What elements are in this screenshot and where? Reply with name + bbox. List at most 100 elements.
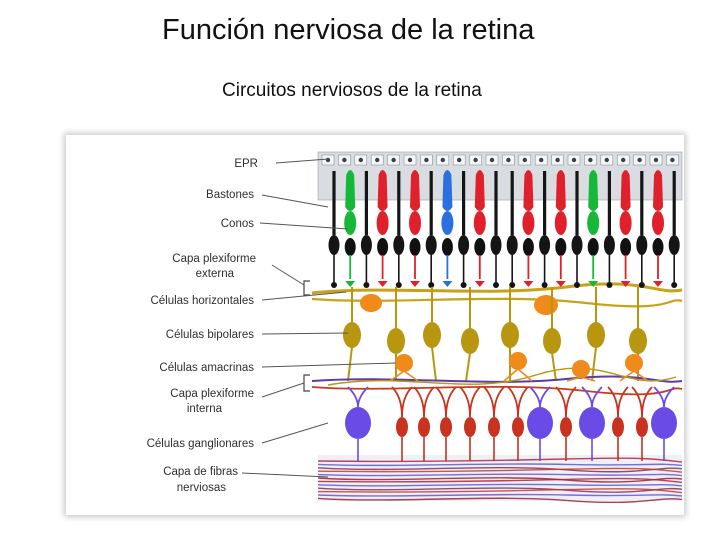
rod-terminal <box>606 282 613 288</box>
epr-nucleus <box>604 157 609 163</box>
bipolar-axon <box>551 352 557 382</box>
label-epr: EPR <box>234 158 258 170</box>
cone-outer-segment <box>555 170 566 211</box>
rod-nucleus <box>360 235 372 255</box>
nerve-fiber <box>317 497 683 504</box>
ganglion-cell-small <box>488 417 500 437</box>
rod-nucleus <box>490 235 502 255</box>
cone-pedicle <box>410 281 420 287</box>
inner-plexiform-network <box>311 367 683 396</box>
cone-nucleus <box>377 238 389 256</box>
cone-nucleus <box>441 238 453 256</box>
cone-nucleus <box>587 238 599 256</box>
amacrine-process <box>389 370 419 382</box>
nerve-fiber <box>317 463 683 467</box>
cone-pedicle <box>442 281 453 287</box>
amacrine-process <box>566 376 596 382</box>
inner-plexiform-process <box>327 367 677 386</box>
bipolar-cell-body <box>461 328 479 354</box>
rod-nucleus <box>458 235 470 255</box>
amacrine-process <box>619 370 649 382</box>
epr-nucleus <box>375 157 380 163</box>
ganglion-dendrite <box>529 386 551 408</box>
cone-inner-segment <box>344 211 357 235</box>
nerve-fiber <box>317 473 683 477</box>
epr-nucleus <box>522 157 527 163</box>
rod-nucleus <box>328 235 340 255</box>
epr-cells <box>321 154 679 166</box>
epr-nucleus <box>342 157 347 163</box>
label-plexiforme-externa-1: Capa plexiforme <box>172 253 256 265</box>
rod-nucleus <box>636 235 648 255</box>
epr-nucleus <box>555 157 560 163</box>
cone-outer-segment <box>653 170 663 211</box>
rod-terminal <box>541 282 548 288</box>
cone-nucleus <box>555 238 567 256</box>
bipolar-cell-body <box>629 328 647 354</box>
rod-nucleus <box>539 235 551 255</box>
rod-terminal <box>493 282 499 288</box>
ganglion-dendrite <box>483 386 505 418</box>
cone-pedicle <box>345 281 356 287</box>
label-plexiforme-interna-2: interna <box>187 403 223 415</box>
amacrine-cell-body <box>572 360 590 378</box>
rod-terminal <box>331 282 337 288</box>
bipolar-cells <box>343 287 647 382</box>
ganglion-cell-small <box>636 417 648 437</box>
cone-pedicle <box>377 281 388 287</box>
label-capa-fibras-1: Capa de fibras <box>163 466 238 478</box>
ganglion-cell-large <box>527 407 553 439</box>
horizontal-cells <box>311 282 683 315</box>
retina-diagram: EPR Bastones Conos Capa plexiforme exter… <box>66 135 684 515</box>
horizontal-process <box>311 282 683 295</box>
cone-inner-segment <box>554 211 567 235</box>
bracket-inner-plexiform <box>303 374 310 392</box>
ganglion-cell-small <box>464 417 476 437</box>
cone-nucleus <box>620 238 632 256</box>
ganglion-cell-small <box>612 417 624 437</box>
ganglion-dendrite <box>459 386 481 418</box>
cone-inner-segment <box>652 211 664 235</box>
cone-inner-segment <box>376 211 389 235</box>
epr-nucleus <box>621 157 626 163</box>
cone-pedicle <box>474 281 485 287</box>
cone-inner-segment <box>441 211 454 235</box>
horizontal-cell-body <box>534 295 558 315</box>
epr-nucleus <box>670 157 675 163</box>
rod-terminal <box>671 282 678 288</box>
ganglion-cell-large <box>651 407 677 439</box>
bipolar-cell-body <box>343 322 361 348</box>
cone-nucleus <box>652 238 664 256</box>
rod-terminal <box>428 282 435 288</box>
bipolar-axon <box>465 352 471 382</box>
ganglion-dendrite <box>347 386 369 408</box>
cone-pedicle <box>620 281 631 287</box>
ganglion-cell-large <box>345 407 371 439</box>
rod-terminal <box>574 282 580 288</box>
rod-nucleus <box>668 235 680 255</box>
nerve-fiber <box>317 493 683 497</box>
rod-nucleus <box>425 235 437 255</box>
nerve-fiber-layer <box>317 455 683 504</box>
label-celulas-amacrinas: Células amacrinas <box>159 362 254 374</box>
ganglion-cell-small <box>440 417 452 437</box>
ganglion-dendrite <box>653 386 675 408</box>
cone-pedicle <box>555 281 566 287</box>
rod-nucleus <box>603 235 615 255</box>
epr-nucleus <box>407 157 413 163</box>
cone-inner-segment <box>522 211 535 235</box>
nerve-fiber <box>317 457 683 463</box>
cone-outer-segment <box>345 170 356 211</box>
nerve-fiber <box>317 488 683 494</box>
ganglion-dendrite <box>555 386 577 418</box>
rod-nucleus <box>571 235 583 255</box>
epr-nucleus <box>539 157 544 163</box>
cone-inner-segment <box>587 211 600 235</box>
epr-nucleus <box>440 157 445 163</box>
rod-terminal <box>363 282 370 288</box>
cone-pedicle <box>523 281 534 287</box>
ganglion-cell-small <box>418 417 430 437</box>
bipolar-axon <box>591 346 597 382</box>
epr-nucleus <box>571 157 577 163</box>
ganglion-cell-large <box>579 407 605 439</box>
